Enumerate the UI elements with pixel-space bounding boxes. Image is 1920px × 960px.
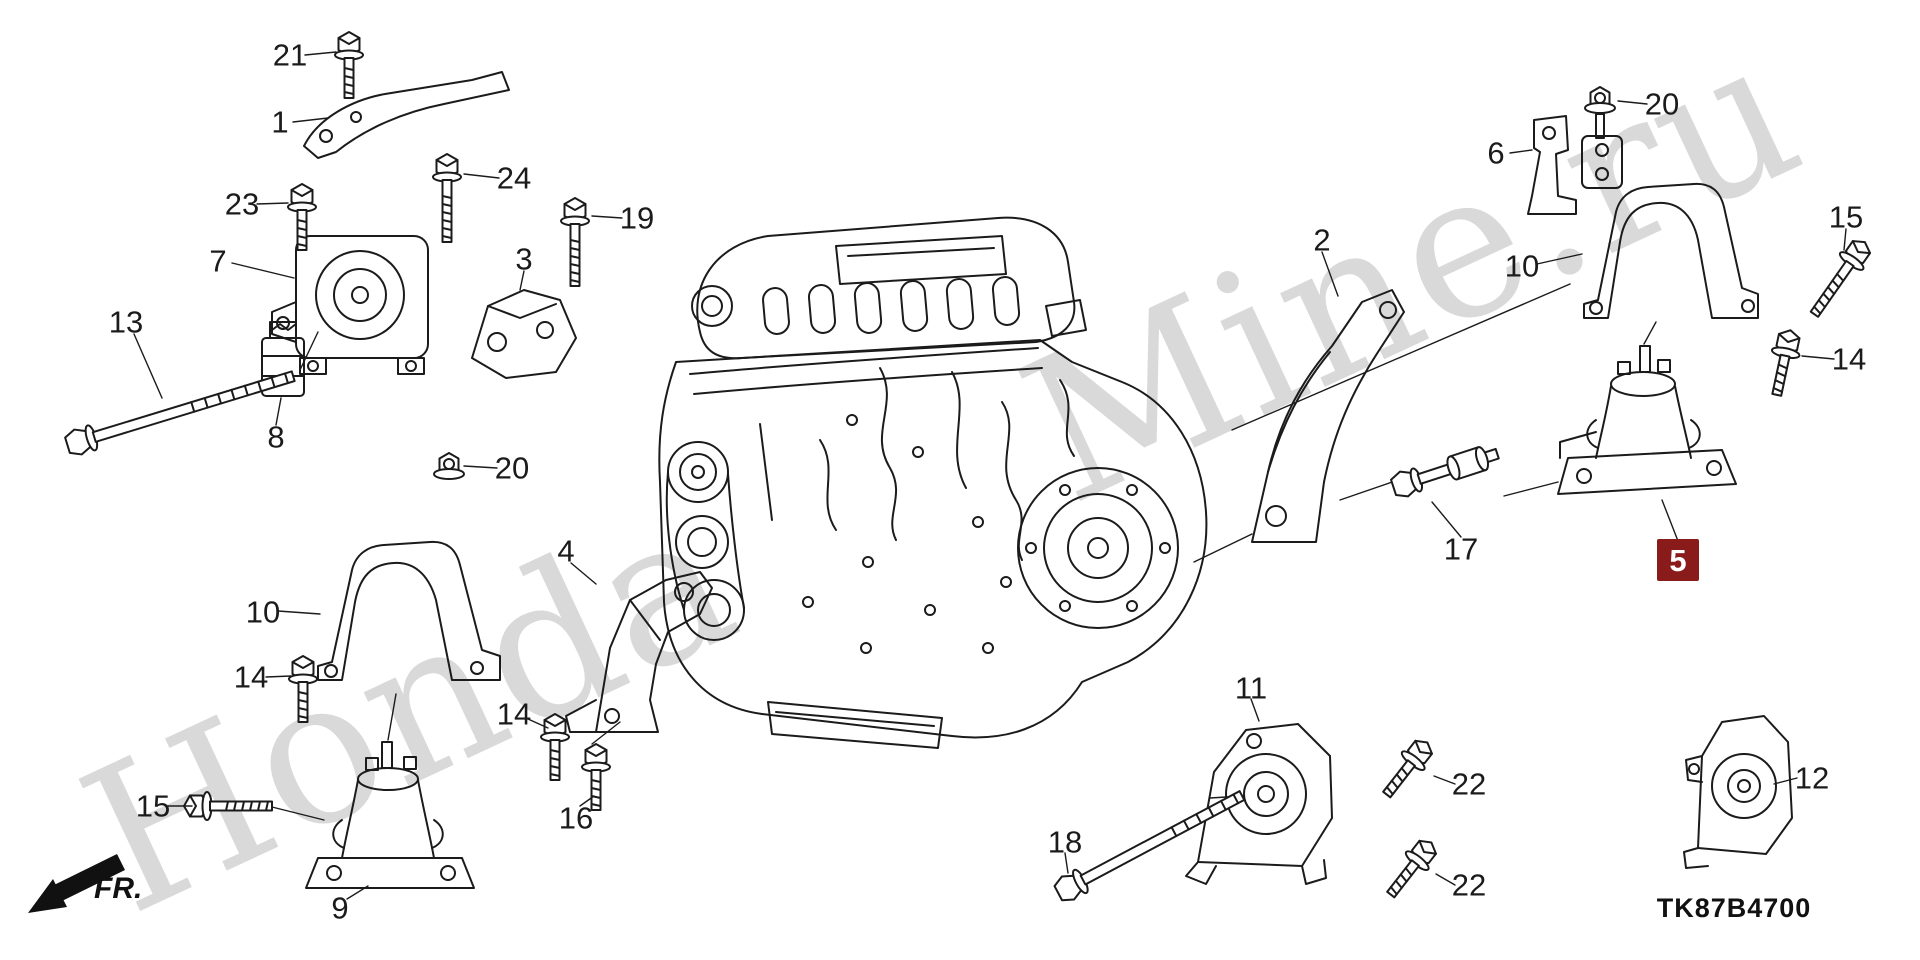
callout-17[interactable]: 17 <box>1443 531 1479 567</box>
part-10-bracket-left <box>317 540 501 681</box>
front-direction-label: FR. <box>94 872 143 905</box>
callout-14[interactable]: 14 <box>496 696 532 732</box>
part-9-engine-mount <box>305 741 475 889</box>
part-2-bracket <box>1251 289 1405 543</box>
callout-11[interactable]: 11 <box>1234 670 1268 706</box>
callout-23[interactable]: 23 <box>224 186 260 222</box>
part-4-bracket <box>565 571 713 733</box>
callout-15[interactable]: 15 <box>135 788 171 824</box>
callout-4[interactable]: 4 <box>557 533 575 569</box>
part-11-engine-mount <box>1185 723 1333 885</box>
callout-8[interactable]: 8 <box>267 419 285 455</box>
callout-3[interactable]: 3 <box>515 241 533 277</box>
callout-5-highlighted[interactable]: 5 <box>1657 539 1699 581</box>
part-18-long-bolt <box>1053 790 1246 902</box>
part-13-long-bolt <box>64 370 296 456</box>
callout-20[interactable]: 20 <box>1644 86 1680 122</box>
callout-15[interactable]: 15 <box>1828 199 1864 235</box>
part-10-bracket-right <box>1583 182 1759 319</box>
part-6-bracket <box>1527 113 1623 215</box>
leader-lines <box>133 51 1847 900</box>
callout-7[interactable]: 7 <box>209 243 227 279</box>
part-12-engine-mount <box>1683 715 1793 869</box>
diagram-code: TK87B4700 <box>1656 893 1812 923</box>
callout-6[interactable]: 6 <box>1487 135 1505 171</box>
callout-14[interactable]: 14 <box>233 659 269 695</box>
callout-19[interactable]: 19 <box>619 200 655 236</box>
callout-14[interactable]: 14 <box>1831 341 1867 377</box>
callout-24[interactable]: 24 <box>496 160 532 196</box>
part-8-bracket <box>261 321 305 397</box>
callout-22[interactable]: 22 <box>1451 867 1487 903</box>
part-5-engine-mount <box>1557 345 1737 495</box>
callout-12[interactable]: 12 <box>1794 760 1830 796</box>
diagram-art <box>28 31 1878 913</box>
front-direction-arrow-icon <box>28 854 125 913</box>
callout-16[interactable]: 16 <box>558 800 594 836</box>
callout-21[interactable]: 21 <box>272 37 308 73</box>
part-17-bolt <box>1390 446 1500 498</box>
callout-10[interactable]: 10 <box>245 594 281 630</box>
part-3-bracket <box>471 289 577 379</box>
engine-drawing <box>658 216 1208 749</box>
callout-22[interactable]: 22 <box>1451 766 1487 802</box>
callout-20[interactable]: 20 <box>494 450 530 486</box>
callout-9[interactable]: 9 <box>331 890 349 926</box>
callout-18[interactable]: 18 <box>1047 824 1083 860</box>
callout-2[interactable]: 2 <box>1313 222 1331 258</box>
callout-10[interactable]: 10 <box>1504 248 1540 284</box>
callout-1[interactable]: 1 <box>271 104 289 140</box>
part-7-engine-mount <box>271 235 429 375</box>
callout-13[interactable]: 13 <box>108 304 144 340</box>
